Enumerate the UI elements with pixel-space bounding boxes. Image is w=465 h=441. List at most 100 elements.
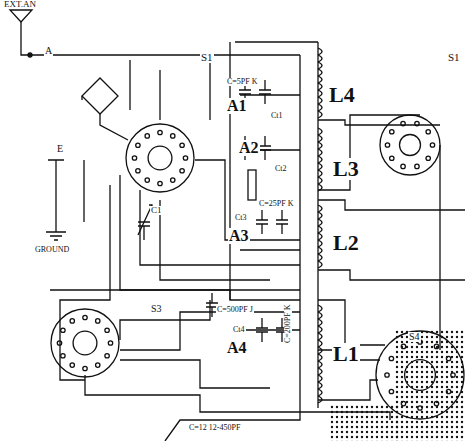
winding [318,156,322,163]
switch-wafer [376,331,464,419]
switch-pin [171,134,175,138]
switch-pin [390,156,394,160]
switch-pin [108,341,112,345]
winding [318,212,322,219]
switch-pin [434,401,438,405]
switch-pin [430,143,434,147]
switch-pin [180,143,184,147]
winding [318,389,322,396]
capacitors [206,80,288,342]
winding [318,83,322,90]
winding [318,319,322,326]
winding [318,354,322,361]
capacitor-symbol [256,318,268,342]
switch-pin [96,319,100,323]
winding [318,333,322,340]
switch-pin [426,130,430,134]
switch-pin [385,143,389,147]
switch-pin [145,178,149,182]
callout-label: C1 [150,206,163,215]
callout-label: A [44,46,53,56]
switch-pin [385,373,389,377]
switch-pin [451,373,455,377]
winding [318,90,322,97]
antenna-symbol [10,10,210,57]
winding [318,261,322,268]
callout-label: C=12 12-450PF [188,424,241,432]
switch-pin [446,356,450,360]
trimmer-symbol [248,170,256,200]
loop-antenna [82,78,118,114]
switch-pin [83,315,87,319]
winding [318,163,322,170]
switch-pin [418,406,422,410]
switch-pin [389,389,393,393]
capacitor-symbol [259,136,271,160]
switch-pin [158,130,162,134]
switch-pin [136,169,140,173]
switch-rotor [405,360,436,391]
winding [318,97,322,104]
callout-label: GROUND [34,246,70,254]
callout-label: E [56,144,64,154]
switch-pin [96,363,100,367]
halftone [330,405,400,441]
winding [318,340,322,347]
switch-pin [158,181,162,185]
part-label: L1 [332,343,360,365]
winding [318,382,322,389]
switch-pin [83,366,87,370]
winding [318,69,322,76]
callout-label: Ct1 [270,112,284,120]
winding [318,312,322,319]
winding [318,205,322,212]
switch-pin [401,344,405,348]
callout-label: Ct3 [234,214,248,222]
switch-pin [171,178,175,182]
callout-label: S3 [150,304,163,314]
wiring [50,42,465,441]
winding [318,135,322,142]
callout-label: C=25PF K [258,200,295,208]
part-label: L4 [328,84,356,106]
switch-pin [434,344,438,348]
callout-label: EXT.AN [3,0,37,9]
switch-pin [390,130,394,134]
capacitor-symbol [276,210,288,234]
wire [82,96,128,140]
capacitor-symbol [256,210,268,234]
switch-pin [70,319,74,323]
winding [318,104,322,111]
part-label: A3 [228,228,250,244]
winding [318,375,322,382]
winding [318,326,322,333]
switch-pin [401,164,405,168]
part-label: A4 [226,340,248,356]
winding [318,219,322,226]
switch-pin [183,156,187,160]
winding [318,233,322,240]
switch-pin [401,401,405,405]
part-label: L2 [332,232,360,254]
switch-pin [426,156,430,160]
switch-pin [415,164,419,168]
callout-label: Ct2 [274,165,288,173]
switch-pin [70,363,74,367]
switch-pin [180,169,184,173]
wafer-switches [51,115,464,419]
switch-wafer [126,124,194,192]
winding [318,62,322,69]
part-label: L3 [332,158,360,180]
capacitor-symbol [138,222,150,240]
winding [318,361,322,368]
winding [318,226,322,233]
switch-rotor [73,331,97,355]
winding [318,55,322,62]
callout-label: S1 [447,52,461,63]
switch-pin [61,354,65,358]
winding [318,240,322,247]
switch-rotor [148,146,172,170]
switch-pin [105,354,109,358]
callout-label: Ct4 [232,326,246,334]
